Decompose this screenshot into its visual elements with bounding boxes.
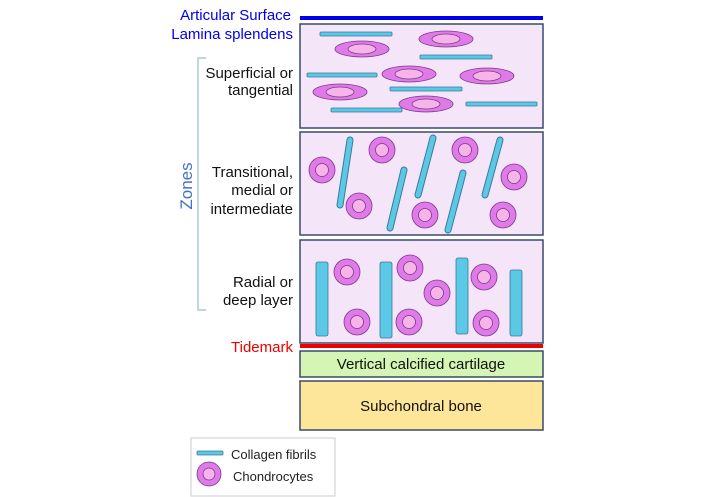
chondrocyte-nucleus: [472, 70, 502, 82]
collagen-fibril: [389, 86, 463, 92]
chondrocyte-nucleus: [402, 315, 416, 329]
collagen-fibril: [455, 257, 469, 335]
transitional-label-2: medial or: [231, 182, 293, 199]
chondrocyte-nucleus: [458, 143, 472, 157]
legend-chondrocytes-label: Chondrocytes: [233, 469, 314, 484]
superficial-label-2: tangential: [228, 82, 293, 99]
chondrocyte-nucleus: [347, 43, 377, 55]
collagen-fibril-fill: [482, 137, 503, 198]
zones-label: Zones: [177, 162, 196, 209]
bone-label: Subchondral bone: [360, 398, 482, 415]
chondrocyte-nucleus: [394, 68, 424, 80]
legend: Collagen fibrils Chondrocytes: [190, 437, 336, 497]
transitional-label-3: intermediate: [210, 201, 293, 218]
subchondral-bone-layer: [299, 380, 544, 431]
collagen-fibril: [315, 261, 329, 337]
collagen-fibril: [419, 54, 493, 60]
transitional-label-1: Transitional,: [212, 164, 293, 181]
zones-bracket: [197, 57, 206, 311]
superficial-label-1: Superficial or: [205, 65, 293, 82]
chondrocyte-nucleus: [352, 199, 366, 213]
chondrocyte-nucleus: [479, 316, 493, 330]
superficial-zone: [299, 23, 544, 129]
collagen-fibril: [509, 269, 523, 337]
lamina-splendens-label: Lamina splendens: [171, 26, 293, 43]
chondrocyte-nucleus: [315, 163, 329, 177]
radial-label-1: Radial or: [233, 274, 293, 291]
chondrocyte-nucleus: [411, 98, 441, 110]
chondrocyte-nucleus: [507, 170, 521, 184]
collagen-fibril: [465, 101, 538, 107]
radial-label-2: deep layer: [223, 292, 293, 309]
collagen-fibril-icon: [196, 450, 224, 456]
collagen-fibril-fill: [415, 135, 436, 198]
chondrocyte-nucleus: [375, 143, 389, 157]
collagen-fibril-fill: [387, 167, 407, 231]
collagen-fibril-fill: [445, 170, 466, 233]
collagen-fibril: [379, 261, 393, 339]
transitional-zone: [299, 131, 544, 236]
collagen-fibril: [319, 31, 393, 37]
collagen-fibril-fill: [337, 137, 353, 208]
articular-surface-line: [300, 16, 543, 20]
calcified-label: Vertical calcified cartilage: [337, 356, 505, 373]
radial-zone: [299, 239, 544, 344]
chondrocyte-nucleus: [325, 86, 355, 98]
legend-fibrils-label: Collagen fibrils: [231, 447, 317, 462]
chondrocyte-nucleus: [496, 208, 510, 222]
tidemark-label: Tidemark: [231, 339, 293, 356]
chondrocyte-nucleus: [431, 33, 461, 45]
calcified-cartilage-layer: [299, 350, 544, 378]
chondrocyte-nucleus: [477, 270, 491, 284]
chondrocyte-nucleus: [403, 261, 417, 275]
chondrocyte-nucleus: [340, 265, 354, 279]
articular-surface-label: Articular Surface: [180, 7, 291, 24]
chondrocyte-nucleus: [350, 315, 364, 329]
tidemark-line: [300, 344, 543, 348]
collagen-fibril: [306, 72, 378, 78]
chondrocyte-nucleus: [418, 208, 432, 222]
collagen-fibril: [330, 107, 403, 113]
chondrocyte-nucleus: [430, 286, 444, 300]
